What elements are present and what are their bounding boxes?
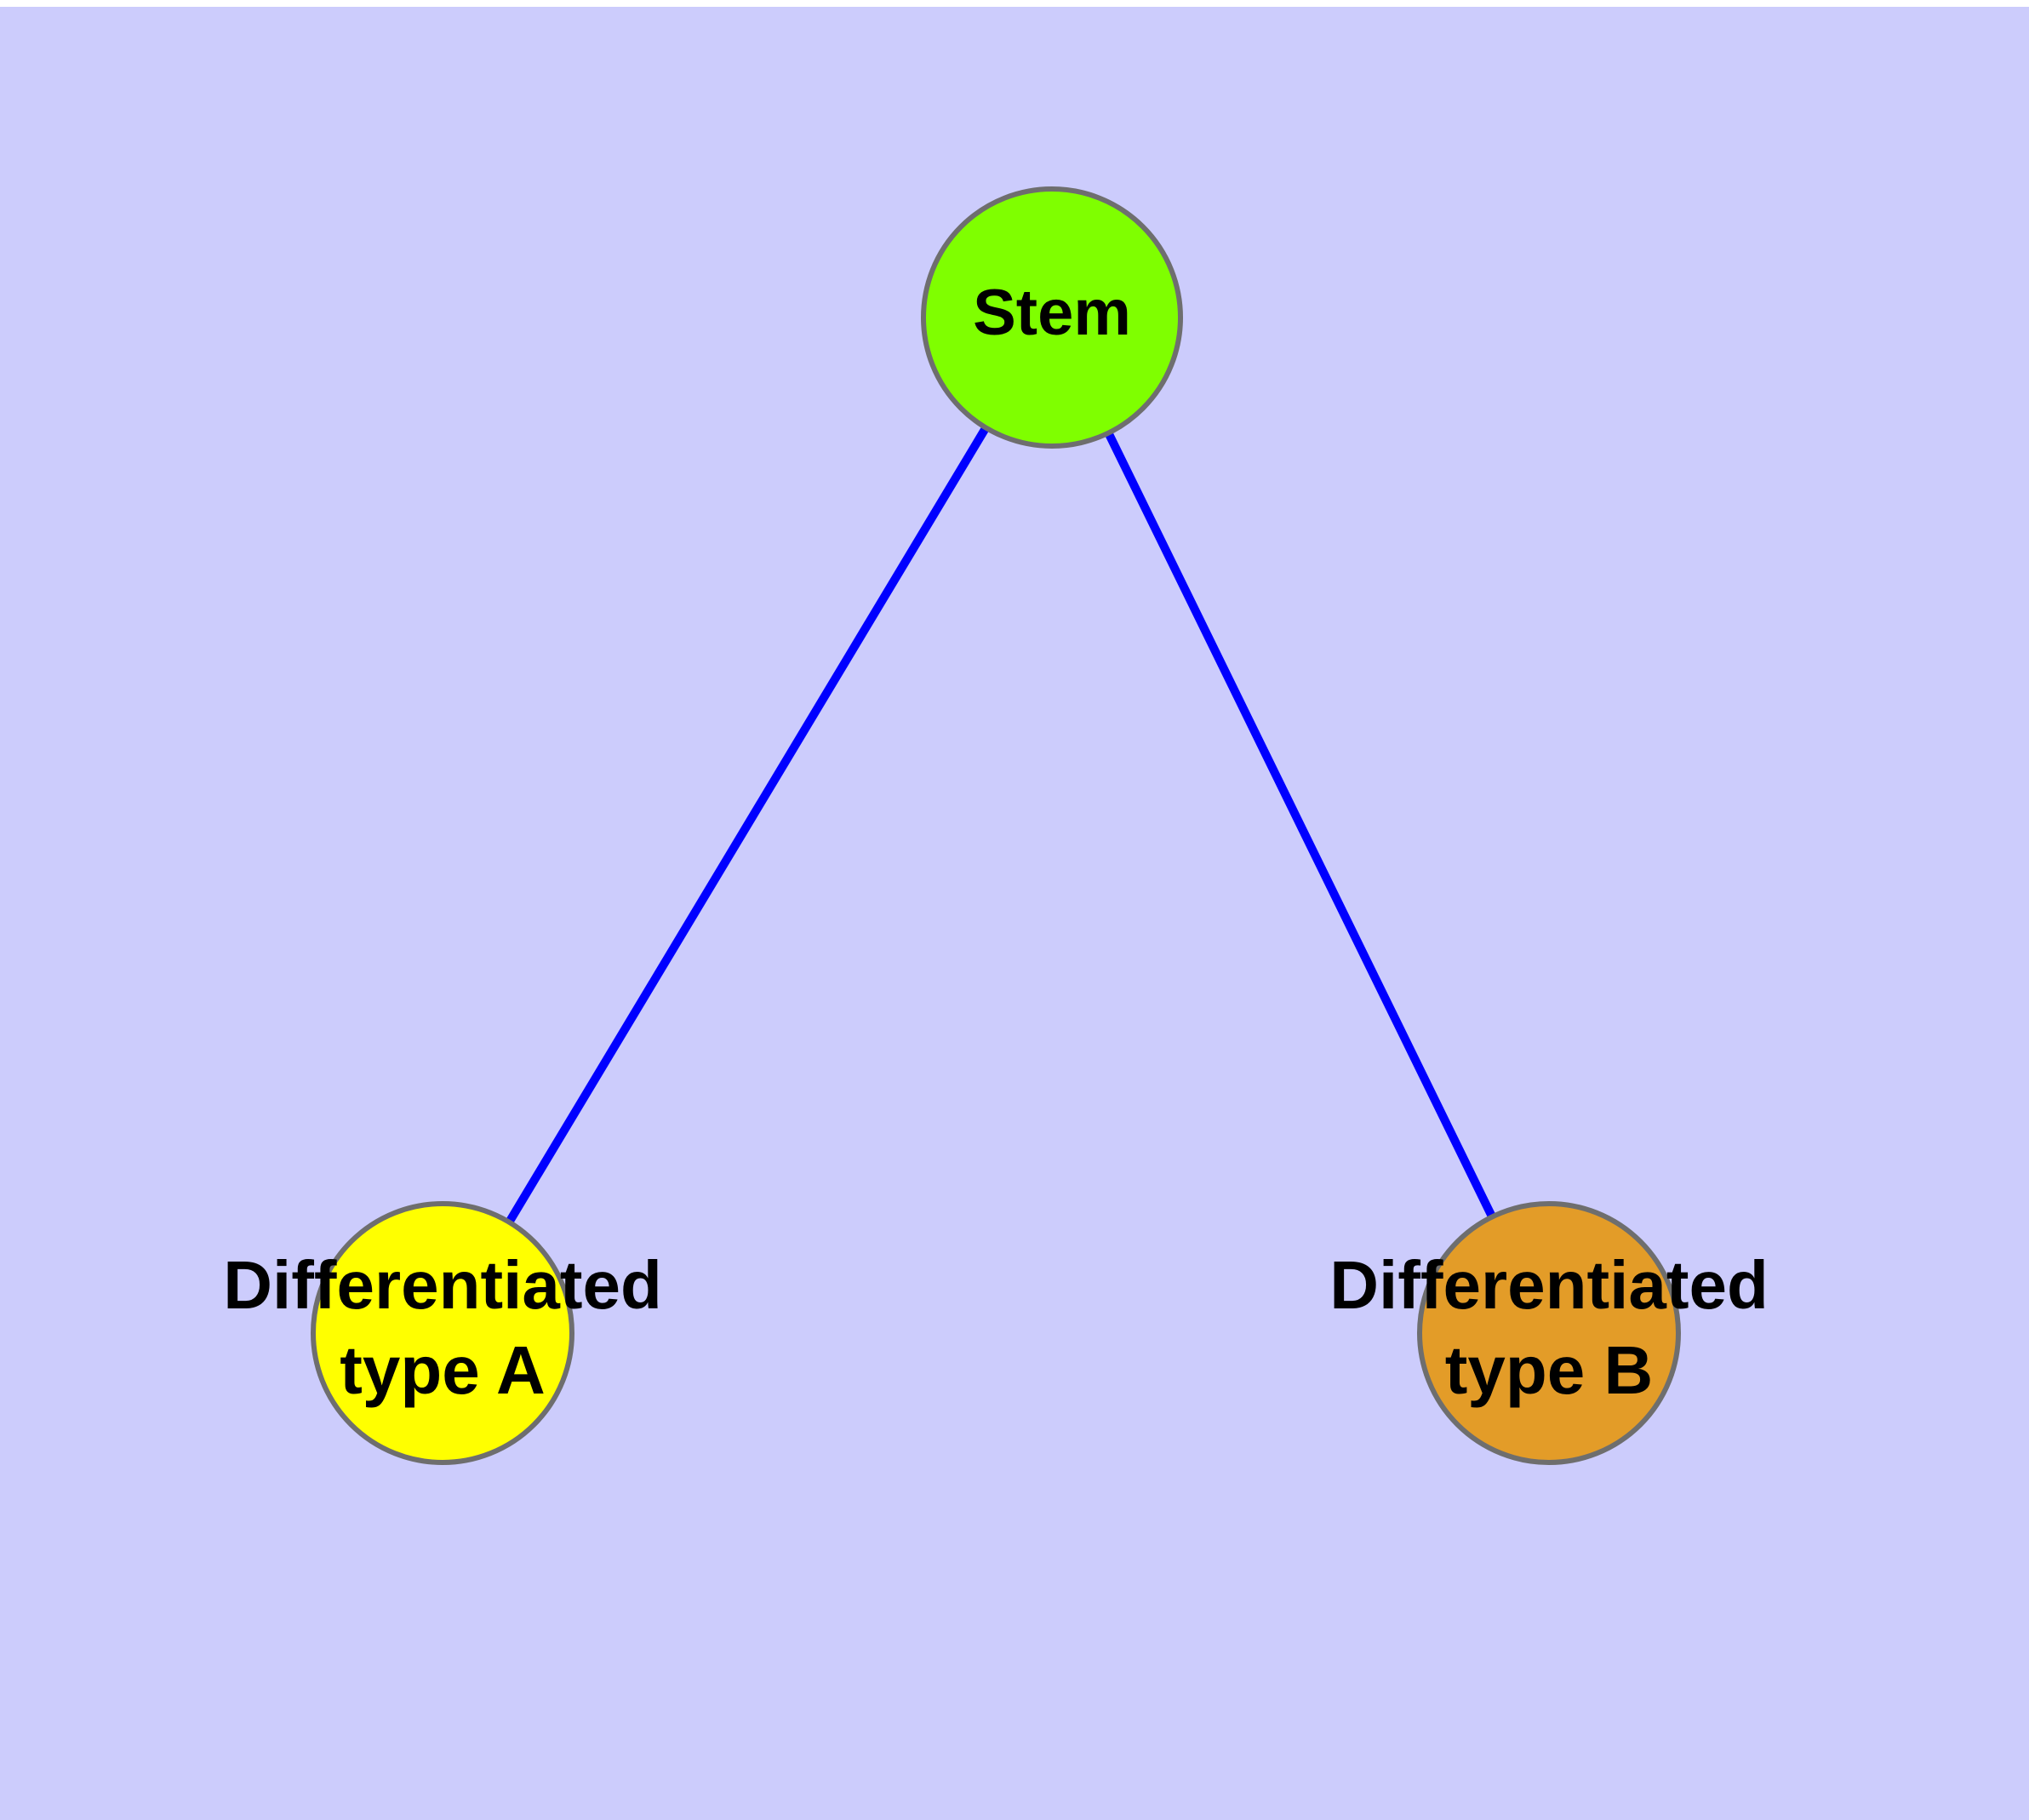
node-label-line: Stem bbox=[973, 277, 1131, 349]
node-circle-stem[interactable] bbox=[921, 186, 1183, 449]
edge-stem-to-diff_b bbox=[1104, 431, 1496, 1219]
node-label-line: Differentiated bbox=[223, 1247, 662, 1323]
node-circle-diff_a[interactable] bbox=[311, 1201, 574, 1465]
node-label-stem: Stem bbox=[973, 277, 1131, 349]
node-label-line: Differentiated bbox=[1329, 1247, 1769, 1323]
node-diff_a[interactable]: Differentiated type A bbox=[223, 1201, 662, 1465]
node-label-diff_b: Differentiated type B bbox=[1329, 1247, 1769, 1408]
node-stem[interactable]: Stem bbox=[921, 186, 1183, 449]
node-label-line: type B bbox=[1445, 1332, 1654, 1408]
node-label-diff_a: Differentiated type A bbox=[223, 1247, 662, 1408]
node-label-line: type A bbox=[340, 1332, 546, 1408]
edges-group bbox=[505, 425, 1496, 1225]
node-circle-diff_b[interactable] bbox=[1417, 1201, 1681, 1465]
node-diff_b[interactable]: Differentiated type B bbox=[1329, 1201, 1769, 1465]
edge-stem-to-diff_a bbox=[505, 425, 990, 1225]
